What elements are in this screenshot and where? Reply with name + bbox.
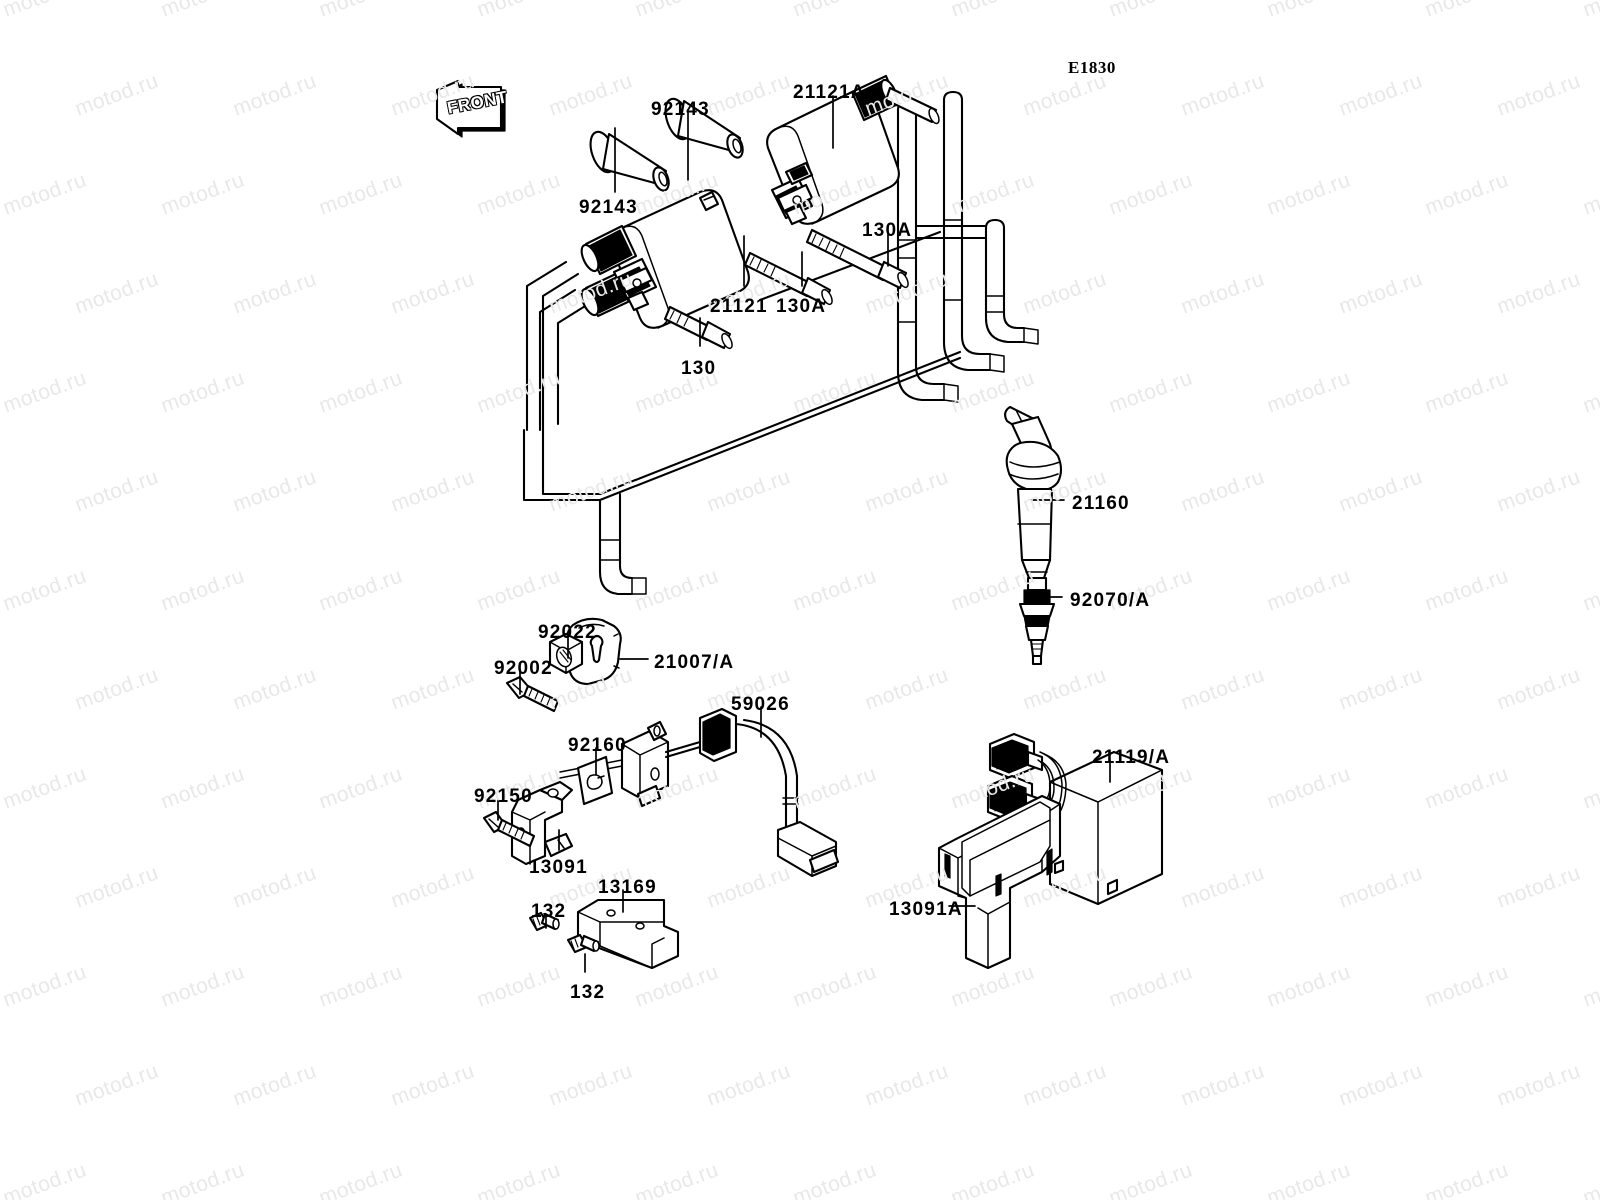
part-21160-spark-plug-cap (1004, 405, 1063, 580)
part-number-ignition-coil-lower[interactable]: 21121 (710, 296, 768, 317)
part-number-spark-plug[interactable]: 92070/A (1070, 590, 1151, 611)
part-132-bolt-lower (566, 933, 600, 954)
part-13091A-holder (937, 794, 1062, 970)
part-92070A-spark-plug (1018, 576, 1056, 666)
part-number-plate-stay[interactable]: 13169 (598, 877, 657, 898)
part-number-bolt-plate-lower[interactable]: 132 (570, 982, 606, 1003)
part-21007A-rotor (564, 617, 622, 686)
part-number-holder-bracket[interactable]: 13091 (529, 857, 588, 878)
part-130A-bolt-mid (743, 251, 833, 306)
part-number-bolt-coil-lower[interactable]: 130 (681, 358, 717, 379)
part-92143-lower (589, 130, 670, 192)
leader-lines (497, 95, 1111, 973)
part-number-bolt-plate-left[interactable]: 132 (531, 901, 567, 922)
part-number-ignition-coil-upper[interactable]: 21121A (793, 82, 866, 103)
part-13091-holder (510, 780, 574, 866)
part-number-bolt-rotor[interactable]: 92002 (494, 658, 553, 679)
front-arrow-label: FRONT (445, 87, 510, 118)
part-number-collar-damper-lower[interactable]: 92143 (579, 197, 638, 218)
part-92150-bolt (482, 810, 536, 848)
part-number-bolt-bracket[interactable]: 92150 (474, 786, 533, 807)
diagram-code: E1830 (1068, 58, 1116, 77)
part-number-damper-pickup[interactable]: 92160 (568, 735, 627, 756)
part-number-bolt-coil-upper[interactable]: 130A (862, 220, 913, 241)
part-130A-bolt-upper (805, 228, 909, 290)
part-21121-ignition-coil (580, 189, 750, 329)
part-number-collar-damper-upper[interactable]: 92143 (651, 99, 710, 120)
part-59026-pickup-coil (559, 707, 840, 878)
part-21121A-ignition-coil (766, 74, 940, 226)
part-92160-damper (576, 755, 614, 806)
part-number-pickup-coil[interactable]: 59026 (731, 694, 790, 715)
part-number-rotor-timing[interactable]: 21007/A (654, 652, 735, 673)
spark-plug-lead-loom (522, 90, 1039, 596)
part-number-holder-igniter[interactable]: 13091A (889, 899, 963, 920)
front-arrow-marker (435, 79, 506, 138)
part-number-nut-rotor[interactable]: 92022 (538, 622, 597, 643)
part-21119A-igniter (1048, 750, 1164, 906)
part-number-bolt-coil-mid[interactable]: 130A (776, 296, 827, 317)
part-92143-upper (664, 97, 744, 159)
part-13169-plate (576, 898, 680, 970)
part-number-spark-plug-cap[interactable]: 21160 (1072, 493, 1130, 514)
part-number-igniter-ic[interactable]: 21119/A (1092, 747, 1171, 768)
